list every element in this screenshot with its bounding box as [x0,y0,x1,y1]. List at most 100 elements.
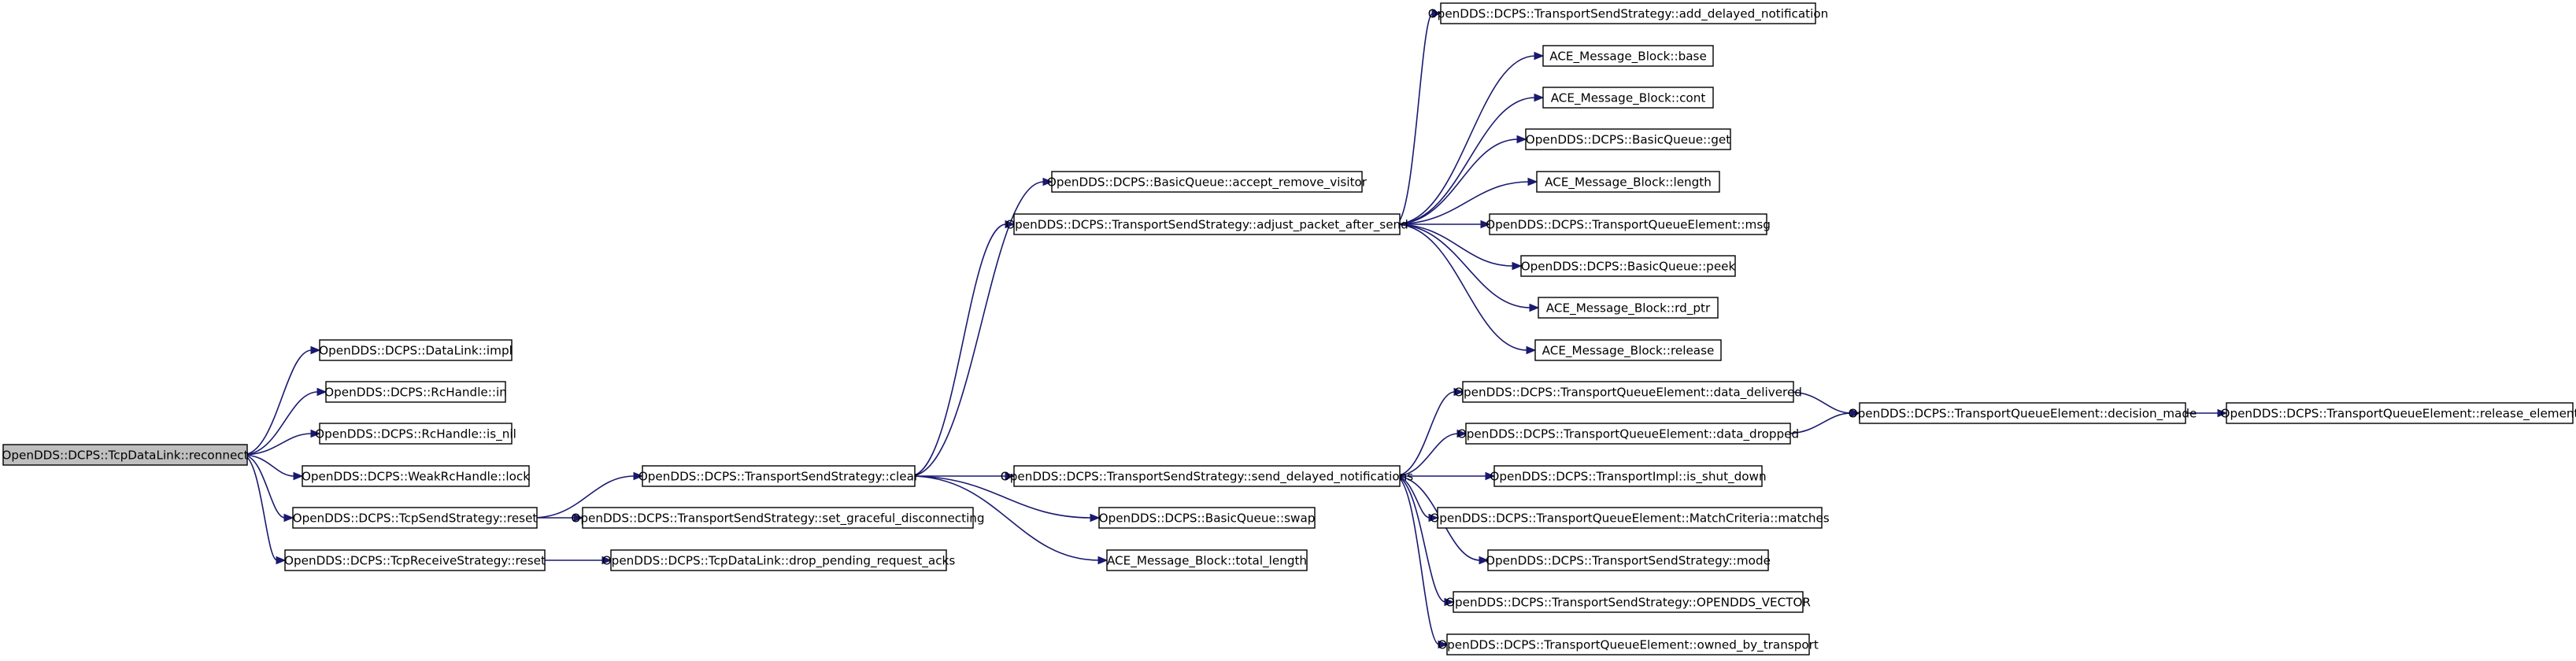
node-tcpreceivestrategy-reset[interactable]: OpenDDS::DCPS::TcpReceiveStrategy::reset [284,549,546,571]
node-label: OpenDDS::DCPS::TransportSendStrategy::se… [571,511,984,526]
node-is-shut-down[interactable]: OpenDDS::DCPS::TransportImpl::is_shut_do… [1490,465,1767,487]
arrowhead [633,471,644,481]
arrowhead [293,471,304,481]
node-label: OpenDDS::DCPS::TcpDataLink::drop_pending… [602,554,956,569]
node-set-graceful-disconnecting[interactable]: OpenDDS::DCPS::TransportSendStrategy::se… [571,507,985,529]
node-rchandle-is-nil[interactable]: OpenDDS::DCPS::RcHandle::is_nil [315,423,516,445]
edge-send-delayed-notifications-to-data-dropped [1394,433,1459,477]
node-mb-base[interactable]: ACE_Message_Block::base [1542,45,1714,67]
node-box [1520,255,1736,277]
arrowhead [276,556,287,565]
node-box [1453,591,1804,613]
edge-adjust-packet-after-send-to-add-delayed-notification [1394,13,1434,225]
node-label: OpenDDS::DCPS::RcHandle::is_nil [315,427,516,442]
node-matchcriteria-matches[interactable]: OpenDDS::DCPS::TransportQueueElement::Ma… [1430,507,1830,529]
arrowhead [1097,556,1108,565]
node-label: OpenDDS::DCPS::TransportQueueElement::ms… [1486,218,1771,232]
node-label: OpenDDS::DCPS::TransportSendStrategy::se… [1001,470,1413,485]
node-label: OpenDDS::DCPS::TransportQueueElement::da… [1454,386,1802,401]
node-tcpsendstrategy-reset[interactable]: OpenDDS::DCPS::TcpSendStrategy::reset [292,507,538,529]
node-label: OpenDDS::DCPS::TransportSendStrategy::OP… [1445,596,1811,611]
node-mb-cont[interactable]: ACE_Message_Block::cont [1542,87,1714,109]
node-data-delivered[interactable]: OpenDDS::DCPS::TransportQueueElement::da… [1454,381,1802,403]
node-mb-length[interactable]: ACE_Message_Block::length [1536,171,1720,193]
node-decision-made[interactable]: OpenDDS::DCPS::TransportQueueElement::de… [1849,402,2197,424]
arrowhead [1042,177,1053,186]
node-box [302,465,530,487]
arrowhead [1526,345,1537,355]
node-basicqueue-get[interactable]: OpenDDS::DCPS::BasicQueue::get [1525,128,1731,150]
edge-adjust-packet-after-send-to-basicqueue-peek [1394,223,1514,267]
edge-adjust-packet-after-send-to-basicqueue-get [1394,138,1519,225]
node-box [1462,381,1794,403]
node-label: OpenDDS::DCPS::TransportQueueElement::re… [2220,407,2576,422]
edge-send-delayed-notifications-to-owned-by-transport [1394,475,1440,645]
node-label: ACE_Message_Block::length [1545,175,1712,190]
node-box [1437,507,1823,529]
node-adjust-packet-after-send[interactable]: OpenDDS::DCPS::TransportSendStrategy::ad… [1005,213,1408,235]
node-box [1013,465,1401,487]
edge-adjust-packet-after-send-to-mb-rd-ptr [1394,223,1531,308]
node-box [582,507,974,529]
edge-send-delayed-notifications-to-data-delivered [1394,391,1456,477]
node-label: OpenDDS::DCPS::BasicQueue::accept_remove… [1047,175,1368,190]
node-weakrchandle-lock[interactable]: OpenDDS::DCPS::WeakRcHandle::lock [302,465,530,487]
node-box [2226,402,2574,424]
node-datalink-impl[interactable]: OpenDDS::DCPS::DataLink::impl [319,339,513,361]
node-drop-pending-request-acks[interactable]: OpenDDS::DCPS::TcpDataLink::drop_pending… [602,549,956,571]
node-label: OpenDDS::DCPS::TcpReceiveStrategy::reset [284,554,546,568]
edge-tcpdatalink-reconnect-to-datalink-impl [242,349,313,456]
node-rchandle-in[interactable]: OpenDDS::DCPS::RcHandle::in [324,381,507,403]
node-box [1536,171,1720,193]
node-label: OpenDDS::DCPS::BasicQueue::peek [1521,260,1736,274]
arrowhead [1431,9,1442,18]
node-data-dropped[interactable]: OpenDDS::DCPS::TransportQueueElement::da… [1457,423,1799,445]
node-basicqueue-swap[interactable]: OpenDDS::DCPS::BasicQueue::swap [1098,507,1316,529]
arrowhead [316,387,328,397]
node-tqe-msg[interactable]: OpenDDS::DCPS::TransportQueueElement::ms… [1486,213,1771,235]
edge-transportsendstrategy-clear-to-accept-remove-visitor [909,181,1045,477]
arrowhead [1456,429,1468,438]
node-box [325,381,506,403]
node-opendds-vector[interactable]: OpenDDS::DCPS::TransportSendStrategy::OP… [1445,591,1811,613]
arrowhead [1485,471,1496,481]
arrowhead [1453,387,1464,397]
node-box [1493,465,1763,487]
node-box [642,465,916,487]
node-label: OpenDDS::DCPS::TransportSendStrategy::ad… [1428,7,1829,22]
edge-adjust-packet-after-send-to-mb-base [1394,55,1536,225]
node-label: ACE_Message_Block::rd_ptr [1546,301,1711,316]
arrowhead [1480,220,1491,229]
node-release-element[interactable]: OpenDDS::DCPS::TransportQueueElement::re… [2220,402,2576,424]
node-mb-rd-ptr[interactable]: ACE_Message_Block::rd_ptr [1538,297,1719,319]
node-box [1465,423,1791,445]
node-box [1440,2,1816,24]
node-tcpdatalink-reconnect[interactable]: OpenDDS::DCPS::TcpDataLink::reconnect [2,444,249,466]
node-send-delayed-notifications[interactable]: OpenDDS::DCPS::TransportSendStrategy::se… [1001,465,1413,487]
node-basicqueue-peek[interactable]: OpenDDS::DCPS::BasicQueue::peek [1520,255,1736,277]
arrowhead [310,345,321,355]
arrowhead [1512,261,1523,271]
node-label: OpenDDS::DCPS::RcHandle::in [324,386,507,400]
node-label: OpenDDS::DCPS::TransportImpl::is_shut_do… [1490,470,1766,485]
node-owned-by-transport[interactable]: OpenDDS::DCPS::TransportQueueElement::ow… [1438,633,1819,655]
node-transportsendstrategy-clear[interactable]: OpenDDS::DCPS::TransportSendStrategy::cl… [638,465,920,487]
node-accept-remove-visitor[interactable]: OpenDDS::DCPS::BasicQueue::accept_remove… [1047,171,1368,193]
node-label: OpenDDS::DCPS::BasicQueue::get [1526,133,1730,147]
edge-adjust-packet-after-send-to-mb-cont [1394,97,1536,225]
node-box [2,444,248,466]
node-mb-release[interactable]: ACE_Message_Block::release [1534,339,1722,361]
node-label: OpenDDS::DCPS::TransportQueueElement::de… [1849,407,2197,422]
node-box [319,423,513,445]
node-label: ACE_Message_Block::release [1542,344,1715,359]
node-label: ACE_Message_Block::base [1549,50,1707,65]
node-box [610,549,947,571]
node-transportsendstrategy-mode[interactable]: OpenDDS::DCPS::TransportSendStrategy::mo… [1486,549,1771,571]
node-total-length[interactable]: ACE_Message_Block::total_length [1106,549,1308,571]
edge-tcpdatalink-reconnect-to-tcpsendstrategy-reset [242,454,286,519]
node-add-delayed-notification[interactable]: OpenDDS::DCPS::TransportSendStrategy::ad… [1428,2,1829,24]
arrowhead [283,513,294,523]
node-label: OpenDDS::DCPS::TransportQueueElement::da… [1457,427,1799,442]
edge-layer [242,9,2228,649]
node-label: OpenDDS::DCPS::WeakRcHandle::lock [302,470,530,484]
